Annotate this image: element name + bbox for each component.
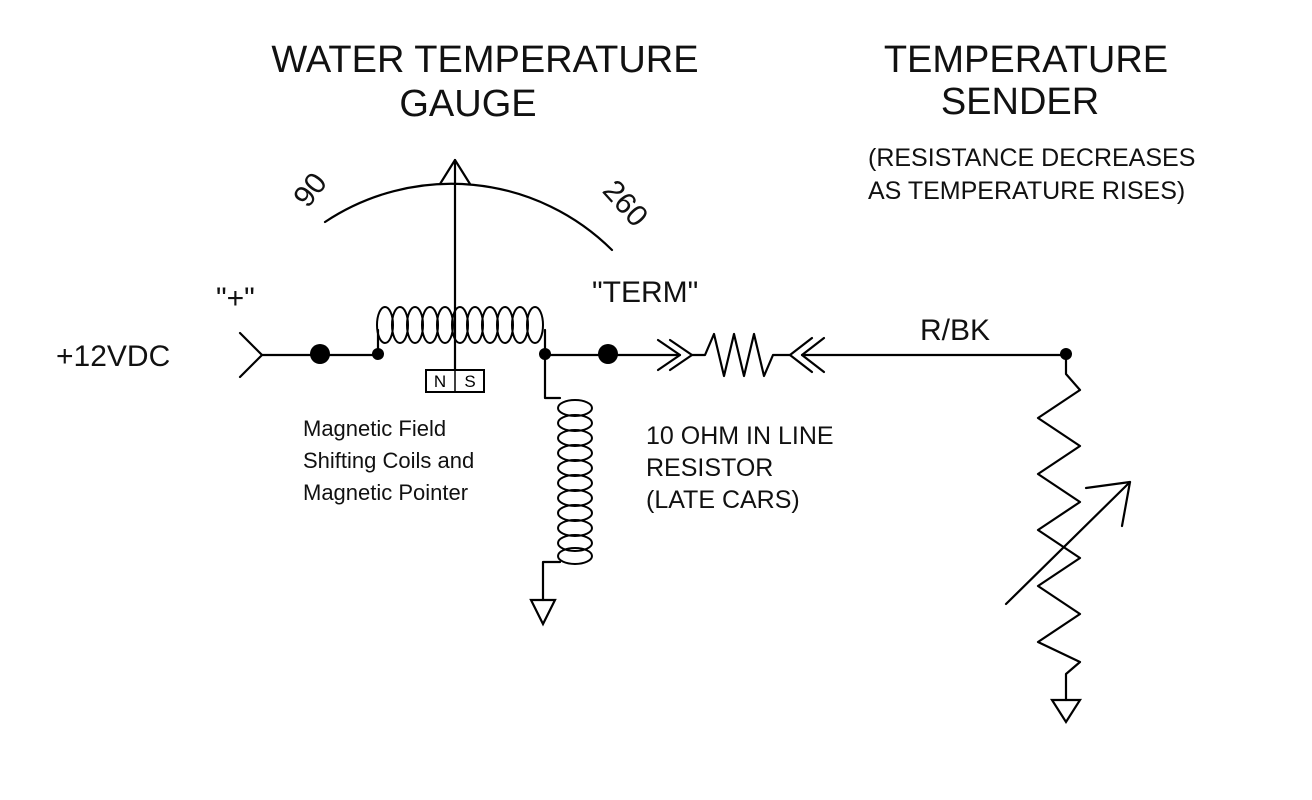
coil-caption-line3: Magnetic Pointer	[303, 480, 468, 505]
gauge-ground-symbol	[529, 598, 557, 627]
magnet-north-label: N	[434, 372, 446, 391]
gauge-title-line1: WATER TEMPERATURE	[271, 39, 698, 81]
gauge-dial-arc	[323, 182, 614, 252]
variable-resistor	[1004, 352, 1132, 702]
gauge-scale-low-label: 90	[287, 167, 334, 214]
sender-title-line1: TEMPERATURE	[884, 39, 1168, 81]
magnet-south-label: S	[464, 372, 475, 391]
resistor-label-line2: RESISTOR	[646, 454, 773, 482]
inline-resistor	[656, 332, 826, 378]
horizontal-coil	[376, 306, 547, 356]
term-terminal-dot	[598, 344, 618, 364]
term-terminal-label: "TERM"	[592, 276, 698, 309]
vertical-coil	[541, 352, 593, 602]
gauge-pointer	[438, 158, 472, 374]
sender-note-line2: AS TEMPERATURE RISES)	[868, 177, 1185, 205]
coil-caption-line1: Magnetic Field	[303, 416, 446, 441]
sender-ground-symbol	[1049, 698, 1083, 725]
sender-note-line1: (RESISTANCE DECREASES	[868, 144, 1195, 172]
supply-input-chevron	[238, 331, 264, 379]
resistor-label-line3: (LATE CARS)	[646, 486, 800, 514]
plus-terminal-dot	[310, 344, 330, 364]
plus-terminal-label: "+"	[216, 282, 255, 315]
coil-caption-line2: Shifting Coils and	[303, 448, 474, 473]
supply-voltage-label: +12VDC	[56, 340, 170, 373]
resistor-label-line1: 10 OHM IN LINE	[646, 422, 834, 450]
magnet-box: N S	[425, 369, 485, 393]
sender-title-line2: SENDER	[941, 81, 1099, 123]
gauge-title-line2: GAUGE	[399, 83, 536, 125]
gauge-scale-high-label: 260	[596, 174, 654, 233]
wire-color-label: R/BK	[920, 314, 990, 347]
